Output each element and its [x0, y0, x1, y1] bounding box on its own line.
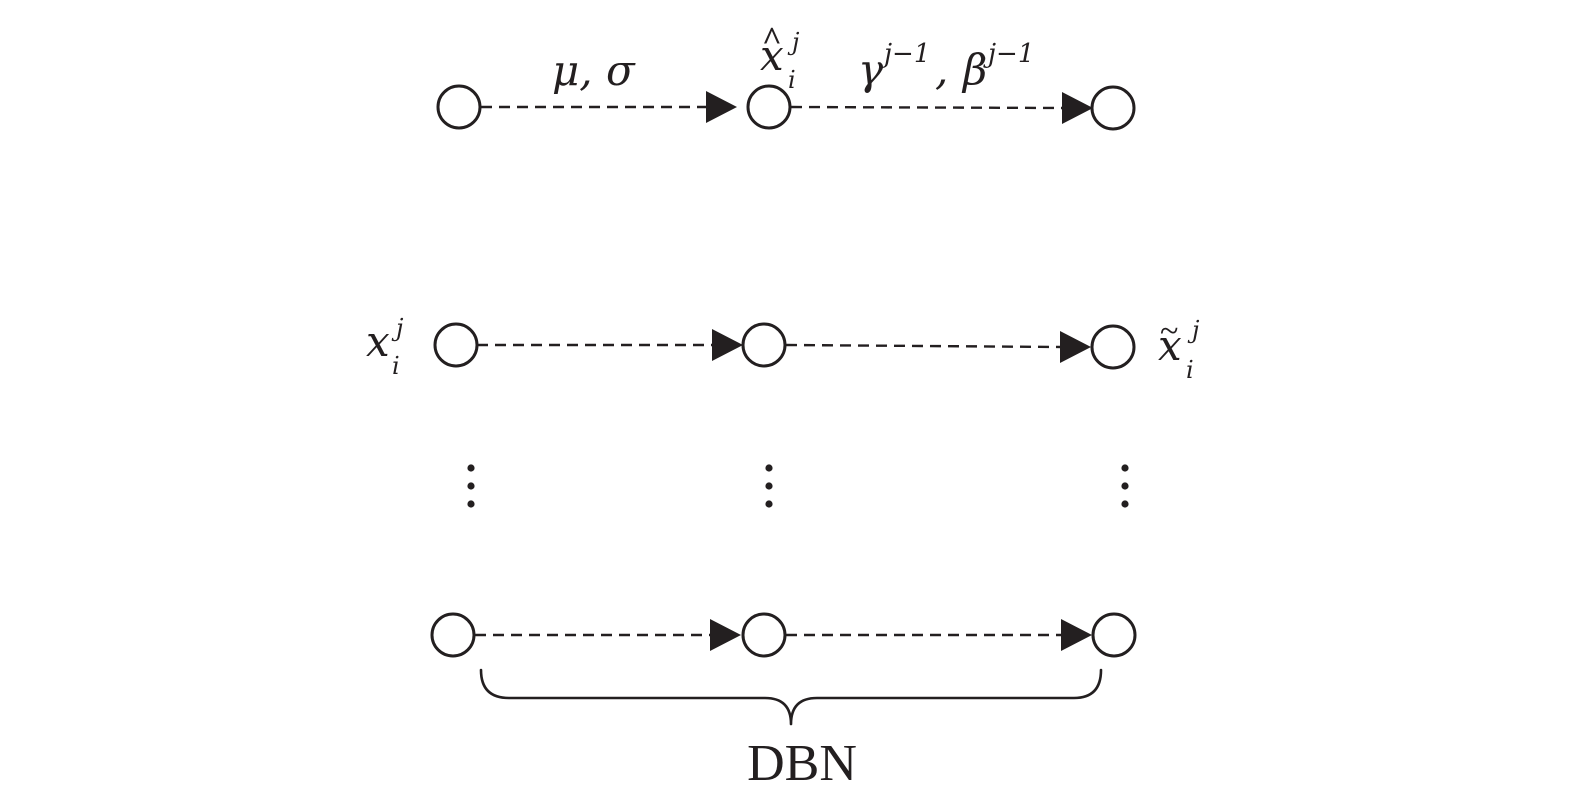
node-middle-middle — [741, 322, 787, 368]
label-x-input: x j i — [366, 314, 404, 380]
top-row — [436, 84, 1136, 131]
label-x-tilde: x ~ j i — [1158, 313, 1200, 384]
node-bottom-right — [1091, 612, 1137, 658]
arrowhead-bottom-2 — [1061, 619, 1092, 651]
dbn-label: DBN — [747, 735, 857, 792]
x-input-base: x — [366, 317, 390, 366]
node-middle-right — [1090, 324, 1136, 370]
x-hat-subscript: i — [788, 66, 796, 94]
arrowhead-middle-2 — [1060, 331, 1091, 363]
arrowhead-top-2 — [1062, 92, 1093, 124]
x-hat-base: x — [760, 31, 784, 80]
bottom-row — [430, 612, 1137, 658]
label-comma: , — [935, 45, 948, 94]
x-hat-accent: ^ — [762, 21, 782, 58]
x-input-subscript: i — [392, 352, 400, 380]
x-input-superscript: j — [391, 314, 404, 342]
node-bottom-middle — [741, 612, 787, 658]
node-bottom-left — [430, 612, 476, 658]
x-tilde-subscript: i — [1186, 356, 1194, 384]
arrowhead-top-1 — [706, 91, 737, 123]
edge-label-mu-sigma: μ, σ — [552, 46, 636, 95]
vertical-ellipsis-right — [1121, 464, 1129, 508]
edge-label-gamma-beta: γ j−1 , β j−1 — [858, 39, 1034, 94]
arrowhead-middle-1 — [712, 329, 743, 361]
curly-brace — [479, 668, 1103, 726]
x-hat-superscript: j — [787, 28, 800, 56]
vertical-ellipsis-middle — [765, 464, 773, 508]
edge-top-2 — [790, 105, 1065, 110]
label-x-hat: x ^ j i — [760, 21, 800, 94]
middle-row — [433, 322, 1136, 370]
gamma-symbol: γ — [858, 45, 884, 94]
gamma-superscript: j−1 — [879, 39, 930, 69]
arrowhead-bottom-1 — [710, 619, 741, 651]
x-tilde-superscript: j — [1187, 316, 1200, 344]
node-middle-left — [433, 322, 479, 368]
node-top-middle — [746, 84, 792, 130]
x-tilde-accent: ~ — [1160, 313, 1178, 350]
node-top-right — [1090, 85, 1136, 131]
x-tilde-base: x — [1158, 321, 1182, 370]
vertical-ellipsis-left — [467, 464, 475, 508]
node-top-left — [436, 84, 482, 130]
beta-superscript: j−1 — [983, 39, 1034, 69]
beta-symbol: β — [961, 45, 987, 94]
edge-middle-2 — [785, 343, 1063, 349]
